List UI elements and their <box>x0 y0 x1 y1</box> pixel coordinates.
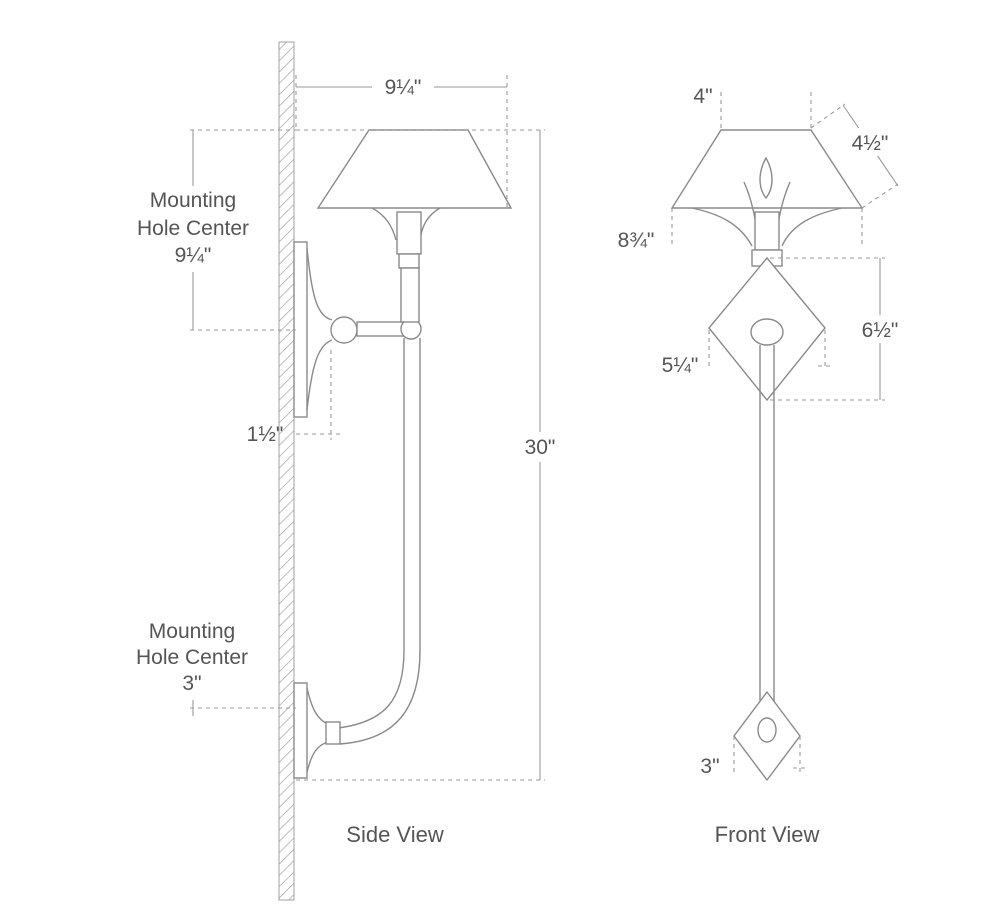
extension-label: 1½" <box>247 423 284 446</box>
side-view: 9¼" 30" Mounting Hole Center 9¼" 1½" Mou… <box>136 41 562 901</box>
bottom-mount-value: 3" <box>182 672 201 695</box>
backplate-width-label: 5¼" <box>662 354 699 377</box>
shade-bottom-label: 8¾" <box>618 229 655 252</box>
shade-width-label: 9¼" <box>385 76 422 99</box>
shade-side-label: 4½" <box>852 132 889 155</box>
wall <box>278 41 295 901</box>
bottom-backplate <box>293 682 341 779</box>
height-label: 30" <box>525 436 556 459</box>
side-candle-holder <box>371 207 441 323</box>
top-mount-line1: Mounting <box>150 189 236 212</box>
side-shade <box>316 129 513 209</box>
bottom-mount-line2: Hole Center <box>136 646 248 669</box>
front-view: 4" 4½" 8¾" 6½" 5¼" 3" Front View <box>618 85 908 847</box>
backplate-height-label: 6½" <box>862 319 899 342</box>
top-mount-value: 9¼" <box>175 244 212 267</box>
front-candle-flame <box>759 156 773 200</box>
top-backplate <box>293 241 422 418</box>
front-view-caption: Front View <box>715 822 820 847</box>
bottom-plate-label: 3" <box>700 755 719 778</box>
side-support-arm <box>337 338 405 729</box>
side-view-caption: Side View <box>346 822 444 847</box>
shade-top-label: 4" <box>693 85 712 108</box>
front-candle-holder <box>754 211 780 251</box>
top-mount-line2: Hole Center <box>137 217 249 240</box>
bottom-mount-line1: Mounting <box>149 620 235 643</box>
